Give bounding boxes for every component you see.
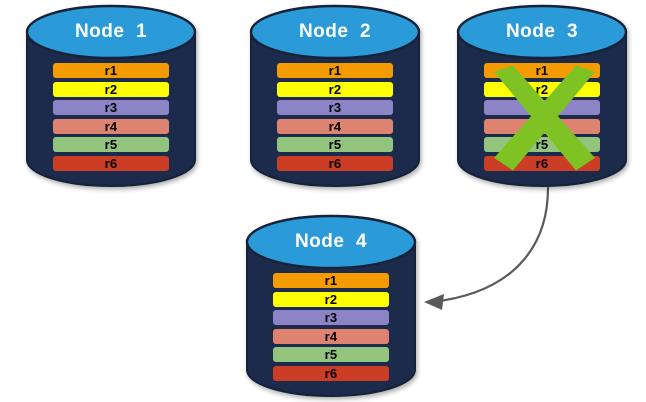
row-bar-label: r4: [324, 328, 338, 344]
row-bar-label: r4: [535, 118, 549, 134]
row-bar-r2[interactable]: r2: [53, 81, 169, 97]
row-bar-r4[interactable]: r4: [273, 328, 389, 344]
node-4-rows: r1 r2 r3 r4 r5 r6: [246, 215, 416, 397]
row-bar-r1[interactable]: r1: [277, 63, 393, 78]
row-bar-label: r6: [328, 156, 342, 171]
cylinder-top-ellipse: [456, 4, 628, 60]
row-bar-label: r2: [324, 291, 338, 307]
row-bar-label: r2: [104, 81, 118, 97]
row-bar-label: r6: [324, 366, 338, 381]
redistribution-arrow-path: [430, 186, 550, 304]
row-bar-r3[interactable]: r3: [484, 100, 600, 116]
row-bar-label: r5: [104, 137, 118, 153]
row-bar-r1[interactable]: r1: [53, 63, 169, 78]
row-bar-label: r1: [324, 273, 338, 288]
row-bar-r6[interactable]: r6: [484, 156, 600, 171]
row-bar-r3[interactable]: r3: [273, 310, 389, 326]
row-bar-r2[interactable]: r2: [277, 81, 393, 97]
row-bar-r5[interactable]: r5: [273, 347, 389, 363]
row-bar-label: r4: [328, 118, 342, 134]
row-bar-label: r3: [328, 100, 342, 116]
row-bar-r4[interactable]: r4: [277, 118, 393, 134]
row-bar-r5[interactable]: r5: [53, 137, 169, 153]
row-bar-label: r1: [104, 63, 118, 78]
node-2-rows: r1 r2 r3 r4 r5 r6: [250, 5, 420, 187]
row-bar-r4[interactable]: r4: [484, 118, 600, 134]
row-bar-r5[interactable]: r5: [277, 137, 393, 153]
cylinder-top-ellipse: [249, 4, 421, 60]
row-bar-label: r5: [535, 137, 549, 153]
row-bar-r3[interactable]: r3: [277, 100, 393, 116]
row-bar-r3[interactable]: r3: [53, 100, 169, 116]
row-bar-label: r3: [535, 100, 549, 116]
row-bar-r6[interactable]: r6: [273, 366, 389, 381]
row-bar-r1[interactable]: r1: [273, 273, 389, 288]
row-bar-label: r6: [104, 156, 118, 171]
row-bar-label: r3: [324, 310, 338, 326]
cylinder-top-ellipse: [245, 214, 417, 270]
row-bar-label: r2: [328, 81, 342, 97]
row-bar-label: r5: [324, 347, 338, 363]
row-bar-r6[interactable]: r6: [277, 156, 393, 171]
row-bar-r2[interactable]: r2: [484, 81, 600, 97]
row-bar-label: r3: [104, 100, 118, 116]
row-bar-label: r1: [328, 63, 342, 78]
cylinder-top-ellipse: [25, 4, 197, 60]
row-bar-label: r6: [535, 156, 549, 171]
redistribution-arrow-head: [424, 294, 444, 310]
row-bar-r2[interactable]: r2: [273, 291, 389, 307]
node-1-rows: r1 r2 r3 r4 r5 r6: [26, 5, 196, 187]
node-3-rows: r1 r2 r3 r4 r5 r6: [457, 5, 627, 187]
row-bar-label: r5: [328, 137, 342, 153]
row-bar-label: r4: [104, 118, 118, 134]
row-bar-label: r2: [535, 81, 549, 97]
row-bar-r4[interactable]: r4: [53, 118, 169, 134]
row-bar-r6[interactable]: r6: [53, 156, 169, 171]
row-bar-r1[interactable]: r1: [484, 63, 600, 78]
row-bar-r5[interactable]: r5: [484, 137, 600, 153]
row-bar-label: r1: [535, 63, 549, 78]
